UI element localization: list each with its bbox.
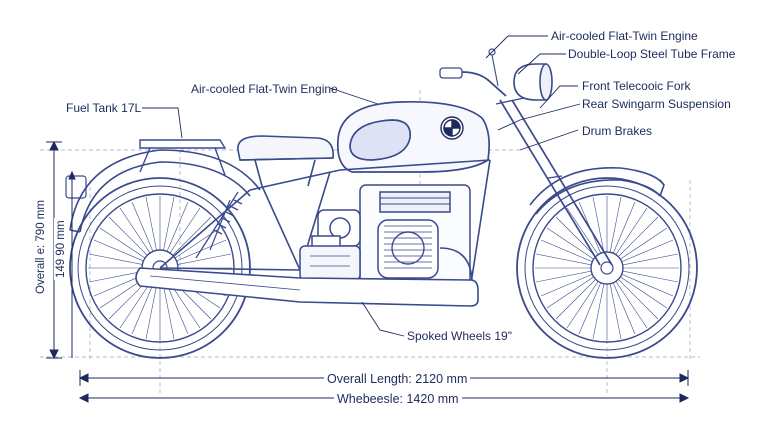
callout-fuel-tank: Fuel Tank 17L [66, 101, 142, 115]
callout-fork: Front Telecooic Fork [582, 79, 691, 93]
handlebar [439, 48, 507, 97]
callout-swingarm: Rear Swingarm Suspension [582, 97, 731, 111]
front-fender [529, 167, 665, 215]
rear-fender [65, 149, 261, 233]
front-fork [495, 97, 613, 266]
wheelbase-label: Whebeesle: 1420 mm [334, 392, 462, 406]
leader-lines [142, 35, 581, 337]
bmw-logo-icon [440, 116, 464, 140]
exhaust [135, 247, 479, 307]
seat [237, 135, 335, 187]
callout-engine-left: Air-cooled Flat-Twin Engine [191, 82, 338, 96]
front-wheel [516, 177, 698, 359]
engine [299, 184, 471, 286]
rear-shock [195, 191, 243, 259]
callout-brakes: Drum Brakes [582, 124, 653, 138]
callout-wheels: Spoked Wheels 19" [407, 329, 512, 343]
callout-engine-top: Air-cooled Flat-Twin Engine [551, 29, 698, 43]
seat-height-label: 149 90 mm [54, 218, 68, 280]
callout-frame: Double-Loop Steel Tube Frame [568, 47, 736, 61]
overall-length-label: Overall Length: 2120 mm [324, 372, 471, 386]
headlight [513, 63, 553, 101]
luggage-rack [139, 139, 227, 176]
overall-height-label: Overall e: 790 mm [34, 198, 48, 296]
